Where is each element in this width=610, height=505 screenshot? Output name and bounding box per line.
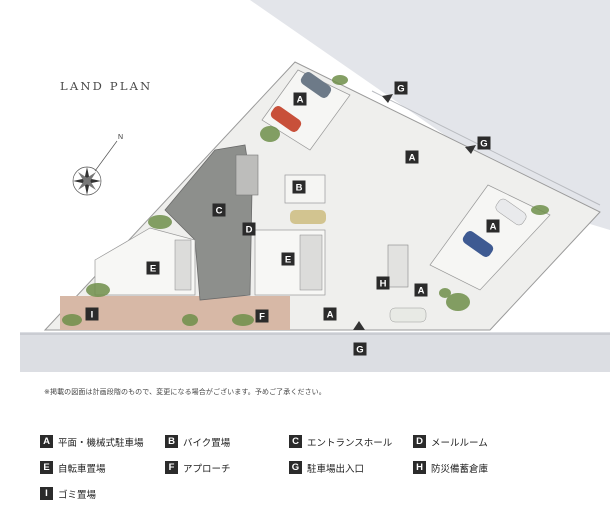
map-marker-label: H	[380, 279, 387, 290]
legend-key-i: I	[40, 487, 53, 500]
map-marker-i: I	[85, 307, 99, 321]
plantings	[62, 75, 549, 326]
bicycle-rack-center	[299, 234, 323, 291]
map-marker-label: E	[150, 264, 156, 275]
legend-key-f: F	[165, 461, 178, 474]
map-marker-label: G	[356, 345, 363, 356]
legend-key-e: E	[40, 461, 53, 474]
land-plan-title: LAND PLAN	[60, 79, 153, 93]
map-marker-label: G	[480, 139, 487, 150]
map-marker-label: G	[397, 84, 404, 95]
legend-key-a: A	[40, 435, 53, 448]
map-marker-c: C	[212, 203, 226, 217]
legend-key-d: D	[413, 435, 426, 448]
legend-item-a: A 平面・機械式駐車場	[40, 434, 144, 449]
map-marker-a: A	[414, 283, 428, 297]
map-marker-label: F	[259, 312, 265, 323]
legend-key-h: H	[413, 461, 426, 474]
map-marker-d: D	[242, 222, 256, 236]
legend-item-h: H 防災備蓄倉庫	[413, 460, 488, 475]
legend-label-c: エントランスホール	[307, 437, 393, 449]
map-marker-label: E	[285, 255, 291, 266]
map-marker-a: A	[405, 150, 419, 164]
building-core	[235, 154, 259, 196]
legend-item-i: I ゴミ置場	[40, 486, 96, 501]
legend-label-d: メールルーム	[431, 437, 488, 449]
compass-north-label: N	[118, 134, 123, 141]
legend-label-a: 平面・機械式駐車場	[58, 437, 144, 449]
legend-item-g: G 駐車場出入口	[289, 460, 364, 475]
road-south	[20, 332, 610, 372]
map-marker-a: A	[486, 219, 500, 233]
map-marker-e: E	[281, 252, 295, 266]
map-marker-b: B	[292, 180, 306, 194]
legend-label-e: 自転車置場	[58, 463, 106, 475]
legend-label-f: アプローチ	[183, 463, 231, 475]
cars	[270, 72, 527, 323]
legend-key-c: C	[289, 435, 302, 448]
map-marker-a: A	[323, 307, 337, 321]
map-marker-f: F	[255, 309, 269, 323]
legend-item-d: D メールルーム	[413, 434, 488, 449]
legend-item-f: F アプローチ	[165, 460, 231, 475]
compass-rose: N	[72, 134, 123, 196]
legend-item-c: C エントランスホール	[289, 434, 392, 449]
map-marker-label: I	[91, 310, 94, 321]
legend-key-g: G	[289, 461, 302, 474]
map-marker-label: D	[246, 225, 253, 236]
legend-item-b: B バイク置場	[165, 434, 230, 449]
map-marker-label: A	[297, 95, 304, 106]
legend-label-b: バイク置場	[183, 437, 231, 449]
legend-label-g: 駐車場出入口	[307, 463, 365, 475]
map-marker-label: B	[296, 183, 303, 194]
marker-layer: A A A A A B C D E E F G G G H I	[85, 81, 500, 356]
map-marker-label: A	[418, 286, 425, 297]
storage-room	[387, 244, 409, 288]
map-marker-label: A	[327, 310, 334, 321]
map-marker-h: H	[376, 276, 390, 290]
map-marker-a: A	[293, 92, 307, 106]
map-marker-g: G	[353, 342, 367, 356]
map-marker-label: A	[490, 222, 497, 233]
map-marker-label: C	[216, 206, 223, 217]
building-footprint	[164, 144, 253, 301]
map-marker-label: A	[409, 153, 416, 164]
legend-label-h: 防災備蓄倉庫	[431, 463, 489, 475]
bicycle-rack-west	[174, 239, 192, 291]
legend-item-e: E 自転車置場	[40, 460, 106, 475]
site-plan-map: N A A A A A B C D E E F G G G H I	[20, 0, 610, 372]
map-marker-g: G	[477, 136, 491, 150]
legend-label-i: ゴミ置場	[58, 489, 97, 501]
legend-key-b: B	[165, 435, 178, 448]
disclaimer-note: ※掲載の図面は計画段階のもので、変更になる場合がございます。予めご了承ください。	[44, 388, 326, 396]
entry-arrows	[353, 94, 476, 330]
map-marker-g: G	[394, 81, 408, 95]
map-marker-e: E	[146, 261, 160, 275]
